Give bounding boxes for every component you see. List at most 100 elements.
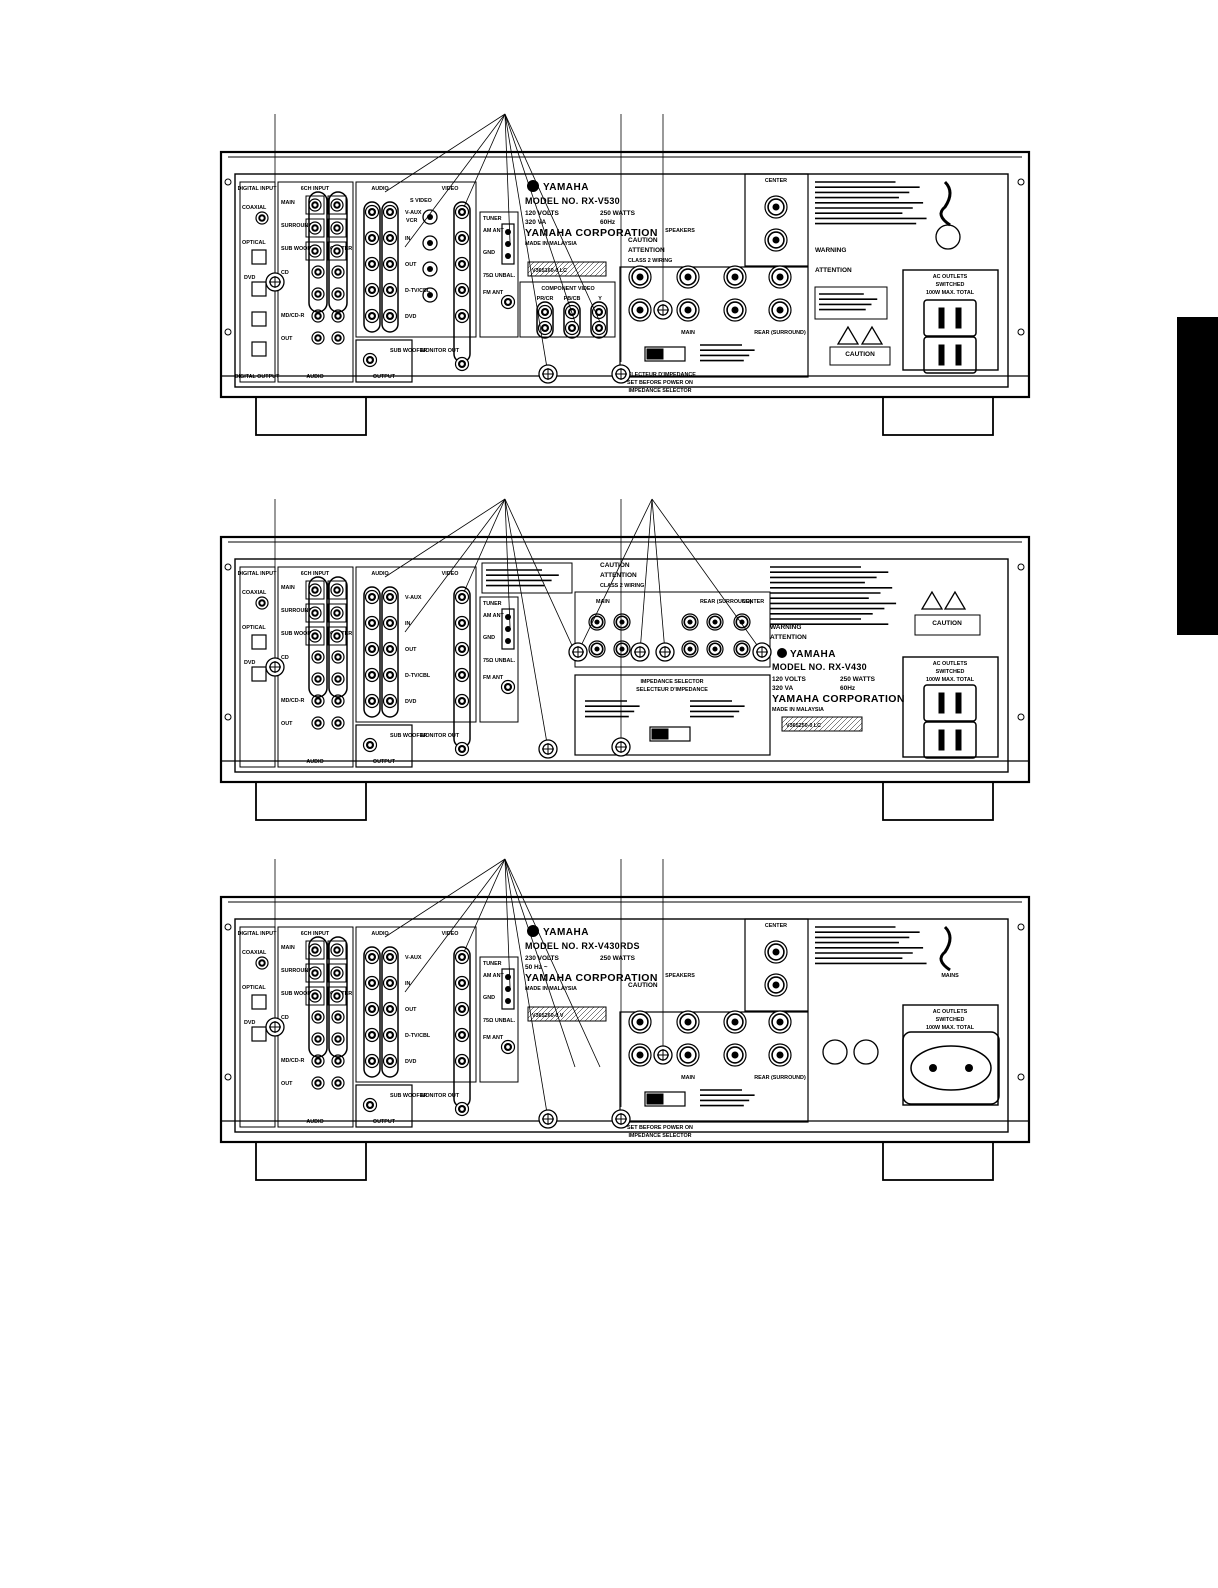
am-ant-label: AM ANT	[483, 613, 504, 619]
post-inner	[679, 1046, 697, 1064]
speaker-post	[676, 1010, 700, 1034]
jack-pin	[388, 673, 392, 677]
audio-matrix-jack	[364, 615, 380, 631]
outlet-frame	[923, 684, 977, 722]
optical-port	[251, 249, 267, 265]
speaker-post	[723, 1010, 747, 1034]
jack-square	[305, 603, 325, 623]
jack-pin	[460, 981, 464, 985]
jack-pin	[370, 314, 374, 318]
jack-pin	[316, 336, 320, 340]
audio-column-group	[363, 586, 381, 718]
post-core	[687, 646, 693, 652]
hatch-stroke	[559, 261, 575, 277]
outlet-pin	[965, 1064, 973, 1072]
warning-triangle-icon	[920, 590, 944, 610]
speaker-post	[764, 228, 788, 252]
source-row-label: D-TV/CBL	[405, 1033, 431, 1039]
switch-knob	[651, 728, 669, 740]
callout-marker	[538, 364, 558, 384]
label-frame	[781, 716, 863, 732]
gnd-label: GND	[483, 995, 495, 1001]
post-core	[684, 306, 692, 314]
terminal-screw	[505, 974, 511, 980]
audio-column-group	[381, 946, 399, 1078]
av-matrix-block	[355, 181, 477, 338]
hatch-stroke	[574, 1006, 590, 1022]
jack-pin	[460, 236, 464, 240]
md-cdr-label: MD/CD-R	[281, 313, 304, 319]
origin-label: MADE IN MALAYSIA	[772, 707, 824, 713]
caution-box	[914, 614, 981, 636]
audio-matrix-jack	[382, 308, 398, 324]
speaker-post	[588, 613, 606, 631]
monitor-out-jack	[454, 356, 470, 372]
terminal-screw	[505, 253, 511, 259]
post-inner	[679, 301, 697, 319]
jack-pin	[370, 236, 374, 240]
class2-label: CLASS 2 WIRING	[628, 258, 672, 264]
audio-matrix-jack	[382, 641, 398, 657]
jack-pin	[335, 994, 339, 998]
rating-voltage: 120 VOLTS	[525, 210, 560, 217]
post-core	[776, 1051, 784, 1059]
jack-pin	[460, 1007, 464, 1011]
coaxial-jack	[255, 211, 269, 225]
center-speaker-label: CENTER	[765, 178, 787, 184]
ch-input-jack	[330, 244, 344, 258]
am-ant-label: AM ANT	[483, 228, 504, 234]
digital-output-label: DIGITAL OUTPUT	[235, 374, 280, 380]
jack-pin	[370, 955, 374, 959]
jack-square	[327, 626, 347, 646]
source-row-label: IN	[405, 981, 410, 987]
ch-input-block	[277, 926, 354, 1128]
audio-jack	[311, 1010, 325, 1024]
post-core	[772, 236, 780, 244]
jack-pin	[368, 358, 372, 362]
jack-pin	[388, 262, 392, 266]
warning-triangle-icon	[860, 325, 884, 345]
video-label: VIDEO	[442, 931, 459, 937]
hatch-stroke	[818, 716, 834, 732]
terminal-screw	[505, 638, 511, 644]
model-number: MODEL NO. RX-V530	[525, 196, 620, 206]
video-label: VIDEO	[442, 571, 459, 577]
jack-pin	[313, 611, 317, 615]
audio-matrix-jack	[382, 1001, 398, 1017]
jack-pin	[335, 971, 339, 975]
audio-matrix-jack	[364, 693, 380, 709]
audio-matrix-jack	[364, 667, 380, 683]
jack-pin	[316, 721, 320, 725]
post-inner	[590, 642, 604, 656]
impedance-en-label: IMPEDANCE SELECTOR	[628, 388, 691, 394]
jack-square	[305, 963, 325, 983]
video-matrix-jack	[454, 949, 470, 965]
leader-line	[504, 858, 549, 1120]
screw	[224, 923, 232, 931]
post-inner	[771, 1013, 789, 1031]
optical-label: OPTICAL	[242, 240, 266, 246]
post-core	[731, 273, 739, 281]
s-video-jack	[422, 235, 438, 251]
audio-matrix-jack	[364, 641, 380, 657]
video-column-group	[453, 586, 471, 748]
leader-line	[504, 858, 511, 988]
callout-marker	[265, 1017, 285, 1037]
jack-pin	[336, 1059, 340, 1063]
audio-jack	[331, 1010, 345, 1024]
hatch-stroke	[564, 261, 580, 277]
post-core	[776, 1018, 784, 1026]
hatch-stroke	[798, 716, 814, 732]
speaker-post	[723, 1043, 747, 1067]
ac-outlet	[923, 684, 977, 722]
main-label: MAIN	[281, 945, 295, 951]
screw	[224, 328, 232, 336]
outlet-slot	[938, 692, 945, 714]
md-cdr-label: MD/CD-R	[281, 698, 304, 704]
leader-line	[384, 498, 506, 578]
hatch-stroke	[579, 261, 595, 277]
post-inner	[771, 301, 789, 319]
model-number: MODEL NO. RX-V430	[772, 662, 867, 672]
ac-outlets-label: AC OUTLETS	[933, 274, 968, 280]
